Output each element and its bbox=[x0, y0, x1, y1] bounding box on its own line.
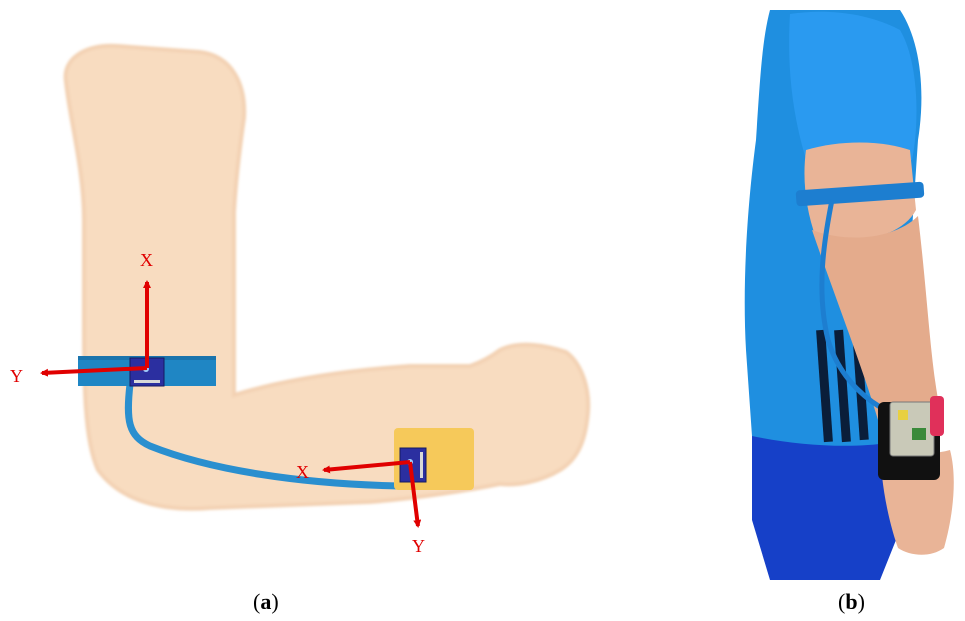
caption-a-close: ) bbox=[271, 589, 278, 614]
wrist-x-axis-label: X bbox=[296, 462, 309, 482]
caption-b-letter: b bbox=[845, 589, 857, 614]
upper-x-axis-label: X bbox=[140, 250, 153, 270]
device-module bbox=[912, 428, 926, 440]
device-chip bbox=[898, 410, 908, 420]
caption-b: (b) bbox=[838, 589, 865, 615]
wrist-device-led bbox=[930, 396, 944, 436]
caption-a-letter: a bbox=[260, 589, 271, 614]
panel-b-photo bbox=[745, 10, 954, 580]
wrist-y-axis-label: Y bbox=[412, 536, 425, 556]
caption-a: (a) bbox=[253, 589, 279, 615]
upper-y-axis-label: Y bbox=[10, 366, 23, 386]
caption-b-close: ) bbox=[858, 589, 865, 614]
panel-a-diagram: X Y X Y bbox=[10, 46, 588, 556]
